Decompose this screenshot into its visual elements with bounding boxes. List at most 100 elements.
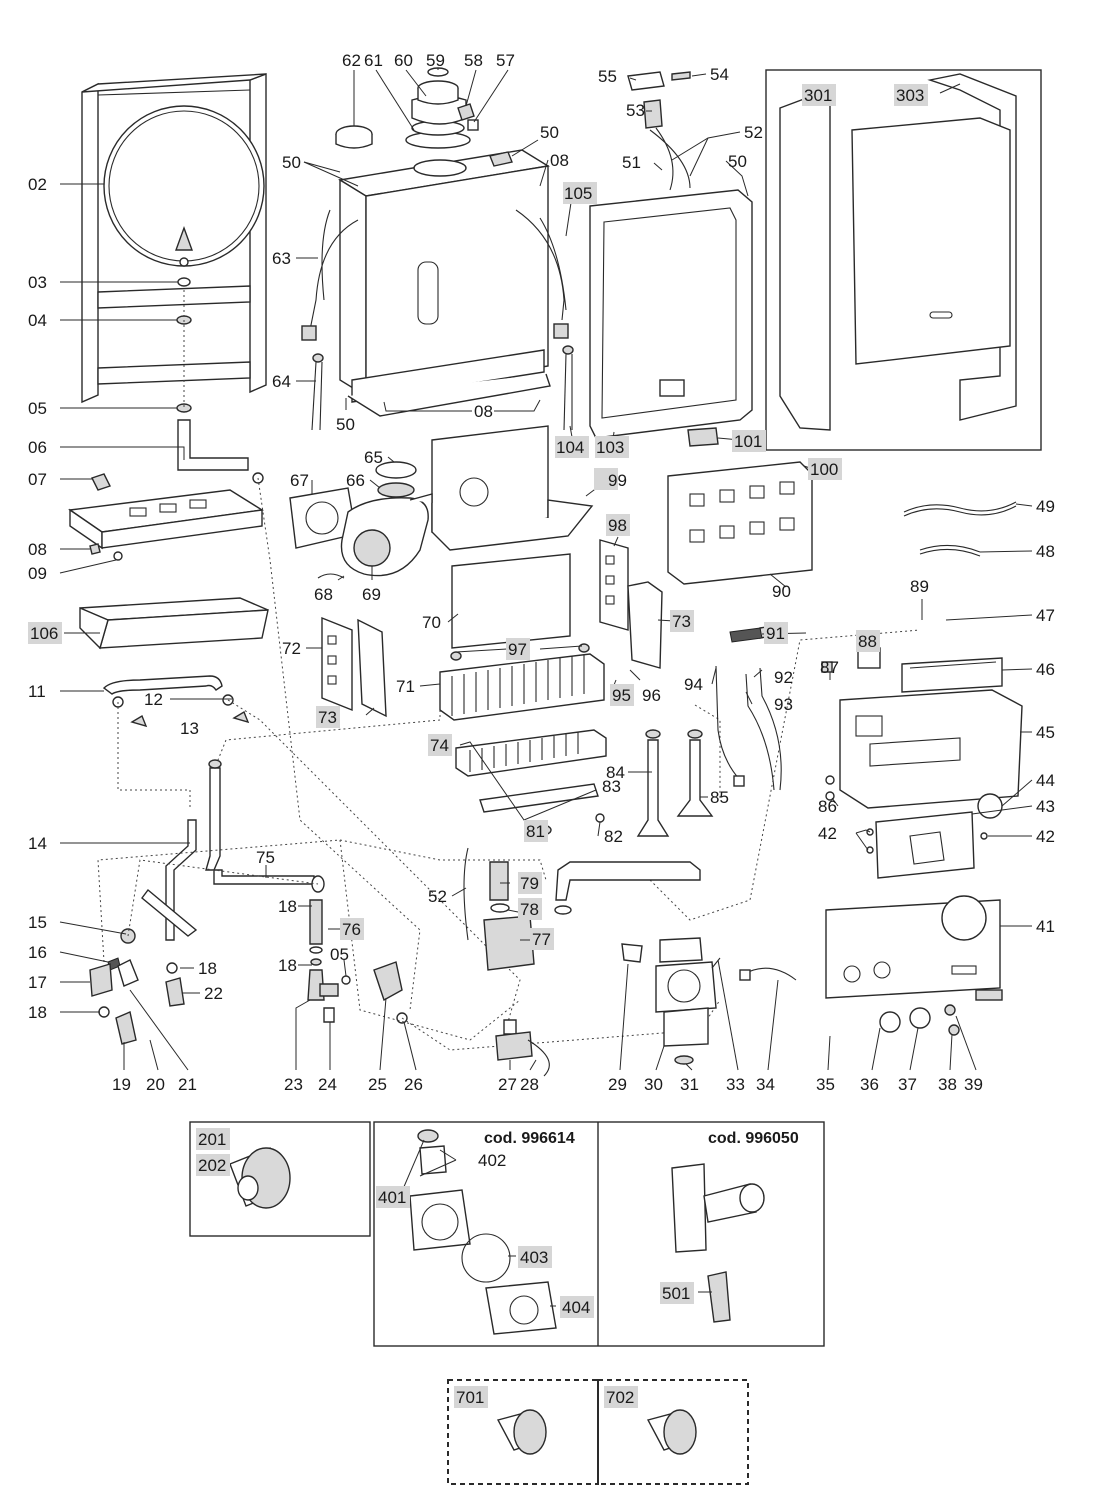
label-48: 48	[1036, 542, 1055, 561]
insulation-panel	[451, 553, 571, 649]
label-08-b: 08	[550, 151, 569, 170]
side-insulation	[599, 539, 663, 669]
hydraulic-pipes	[554, 729, 714, 915]
label-86: 86	[818, 797, 837, 816]
label-46: 46	[1036, 660, 1055, 679]
label-77: 77	[532, 930, 551, 949]
label-57: 57	[496, 51, 515, 70]
label-82: 82	[604, 827, 623, 846]
electrode-cables-right	[515, 209, 574, 431]
label-96: 96	[642, 686, 661, 705]
electrodes-92-94	[715, 665, 782, 791]
valve-code-label: cod. 996050	[708, 1130, 799, 1147]
label-74: 74	[430, 736, 449, 755]
circulating-pump	[621, 937, 797, 1065]
label-702: 702	[606, 1388, 634, 1407]
label-60: 60	[394, 51, 413, 70]
label-64: 64	[272, 372, 291, 391]
label-35: 35	[816, 1075, 835, 1094]
burner	[455, 729, 607, 836]
label-93: 93	[774, 695, 793, 714]
label-73-b: 73	[318, 708, 337, 727]
label-94: 94	[684, 675, 703, 694]
label-42-b: 42	[1036, 827, 1055, 846]
label-43: 43	[1036, 797, 1055, 816]
expansion-vessel-parts	[176, 277, 264, 484]
valve-cluster-left	[89, 928, 185, 1045]
label-98: 98	[608, 516, 627, 535]
label-75: 75	[256, 848, 275, 867]
label-16: 16	[28, 943, 47, 962]
label-103: 103	[596, 438, 624, 457]
label-22: 22	[204, 984, 223, 1003]
label-59: 59	[426, 51, 445, 70]
label-501: 501	[662, 1284, 690, 1303]
label-88: 88	[858, 632, 877, 651]
part-labels: 02 03 04 05 06 07 08 09 106 11 12 13 14 …	[28, 51, 1055, 1407]
label-24: 24	[318, 1075, 337, 1094]
wiring-harnesses	[903, 501, 1017, 557]
label-05: 05	[28, 399, 47, 418]
mounting-frame	[81, 72, 267, 404]
label-23: 23	[284, 1075, 303, 1094]
connector-block	[729, 627, 763, 643]
inset-701	[447, 1379, 599, 1485]
label-50: 50	[540, 123, 559, 142]
label-79: 79	[520, 874, 539, 893]
label-50-c: 50	[336, 415, 355, 434]
label-68: 68	[314, 585, 333, 604]
inset-pump-996614	[373, 1121, 825, 1347]
sealed-chamber-front	[589, 189, 753, 439]
electrode-cables-left	[301, 209, 359, 431]
label-101: 101	[734, 432, 762, 451]
label-06: 06	[28, 438, 47, 457]
label-100: 100	[810, 460, 838, 479]
label-12: 12	[144, 690, 163, 709]
label-87: 87	[820, 658, 839, 677]
label-25: 25	[368, 1075, 387, 1094]
inset-702	[597, 1379, 749, 1485]
ignition-module	[495, 1019, 550, 1077]
panel-connectors	[825, 775, 835, 801]
label-38: 38	[938, 1075, 957, 1094]
label-61: 61	[364, 51, 383, 70]
inset-valve-996050	[671, 1163, 765, 1323]
label-301: 301	[804, 86, 832, 105]
fan-top-parts	[335, 67, 479, 149]
label-50-d: 50	[728, 152, 747, 171]
label-76: 76	[342, 920, 361, 939]
label-66: 66	[346, 471, 365, 490]
label-65: 65	[364, 448, 383, 467]
label-52-b: 52	[428, 887, 447, 906]
label-07: 07	[28, 470, 47, 489]
label-21: 21	[178, 1075, 197, 1094]
label-18-c: 18	[278, 897, 297, 916]
label-73: 73	[672, 612, 691, 631]
label-28: 28	[520, 1075, 539, 1094]
label-03: 03	[28, 273, 47, 292]
label-08-c: 08	[474, 402, 493, 421]
label-403: 403	[520, 1248, 548, 1267]
label-18-d: 18	[278, 956, 297, 975]
water-pipes	[141, 759, 325, 941]
label-201: 201	[198, 1130, 226, 1149]
label-39: 39	[964, 1075, 983, 1094]
label-55: 55	[598, 67, 617, 86]
label-404: 404	[562, 1298, 590, 1317]
label-37: 37	[898, 1075, 917, 1094]
label-58: 58	[464, 51, 483, 70]
label-09: 09	[28, 564, 47, 583]
label-30: 30	[644, 1075, 663, 1094]
label-18-b: 18	[198, 959, 217, 978]
label-67: 67	[290, 471, 309, 490]
label-105: 105	[564, 184, 592, 203]
label-04: 04	[28, 311, 47, 330]
label-69: 69	[362, 585, 381, 604]
label-14: 14	[28, 834, 47, 853]
label-402: 402	[478, 1151, 506, 1170]
gas-valve	[463, 847, 535, 971]
label-20: 20	[146, 1075, 165, 1094]
inset-201-202	[189, 1121, 371, 1237]
label-62: 62	[342, 51, 361, 70]
label-13: 13	[180, 719, 199, 738]
